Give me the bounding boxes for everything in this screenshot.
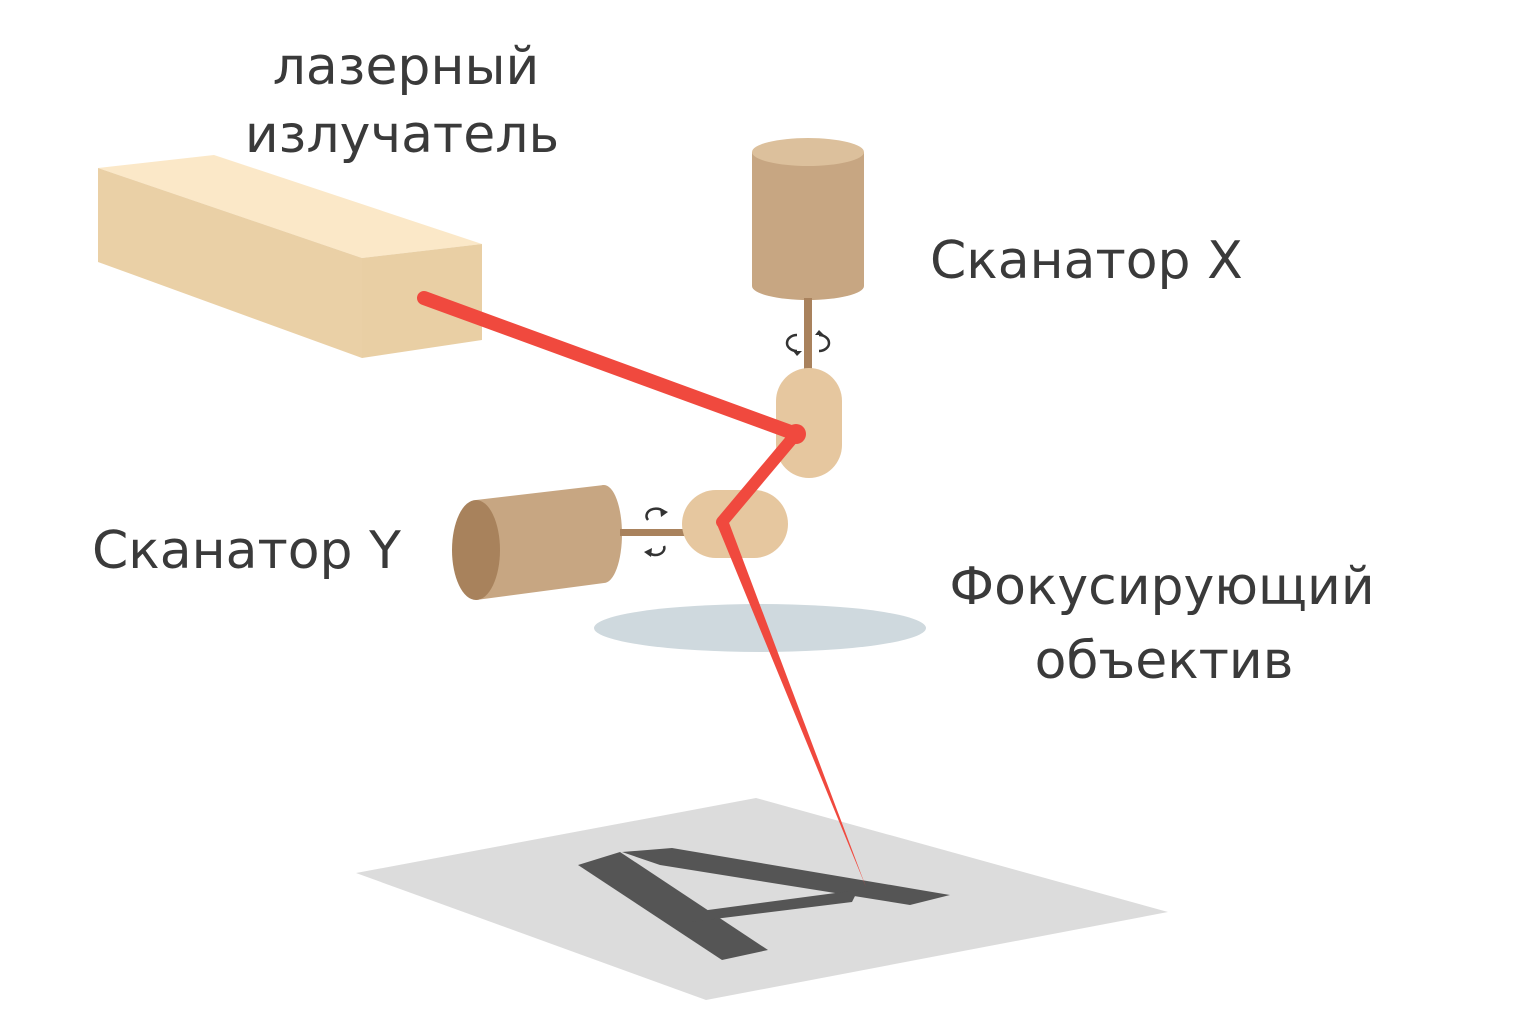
scanner-x-label: Сканатор X — [930, 231, 1243, 291]
laser-beam — [417, 291, 866, 887]
work-sheet — [356, 798, 1168, 1000]
beam-segment-source-to-x — [417, 291, 803, 441]
laser-front-face — [98, 168, 362, 358]
scanner-x-mirror — [776, 368, 842, 478]
scanner-y-label: Сканатор Y — [92, 521, 401, 581]
scanner-x-shaft — [804, 298, 812, 374]
scanner-y-shaft — [620, 529, 688, 536]
laser-label-line1: лазерный — [273, 37, 540, 97]
lens-label-line2: объектив — [1035, 631, 1294, 691]
work-surface — [356, 798, 1168, 1000]
rotate-y-icon — [644, 507, 668, 557]
beam-reflection-point-x — [786, 424, 806, 444]
laser-top-face — [98, 155, 482, 258]
beam-segment-x-to-y — [716, 428, 802, 528]
scanner-x-motor — [752, 138, 864, 374]
rotate-x-icon — [785, 330, 831, 356]
engraved-letter-a-icon — [578, 848, 950, 960]
scanner-y-motor-end — [452, 500, 500, 600]
laser-label-line2: излучатель — [245, 105, 559, 165]
laser-source — [98, 155, 482, 358]
scanner-x-motor-top — [752, 138, 864, 166]
scanner-y-mirror — [682, 490, 788, 558]
scanner-y-motor — [452, 485, 688, 600]
lens-label-line1: Фокусирующий — [949, 557, 1374, 617]
beam-segment-y-to-work — [716, 520, 866, 887]
